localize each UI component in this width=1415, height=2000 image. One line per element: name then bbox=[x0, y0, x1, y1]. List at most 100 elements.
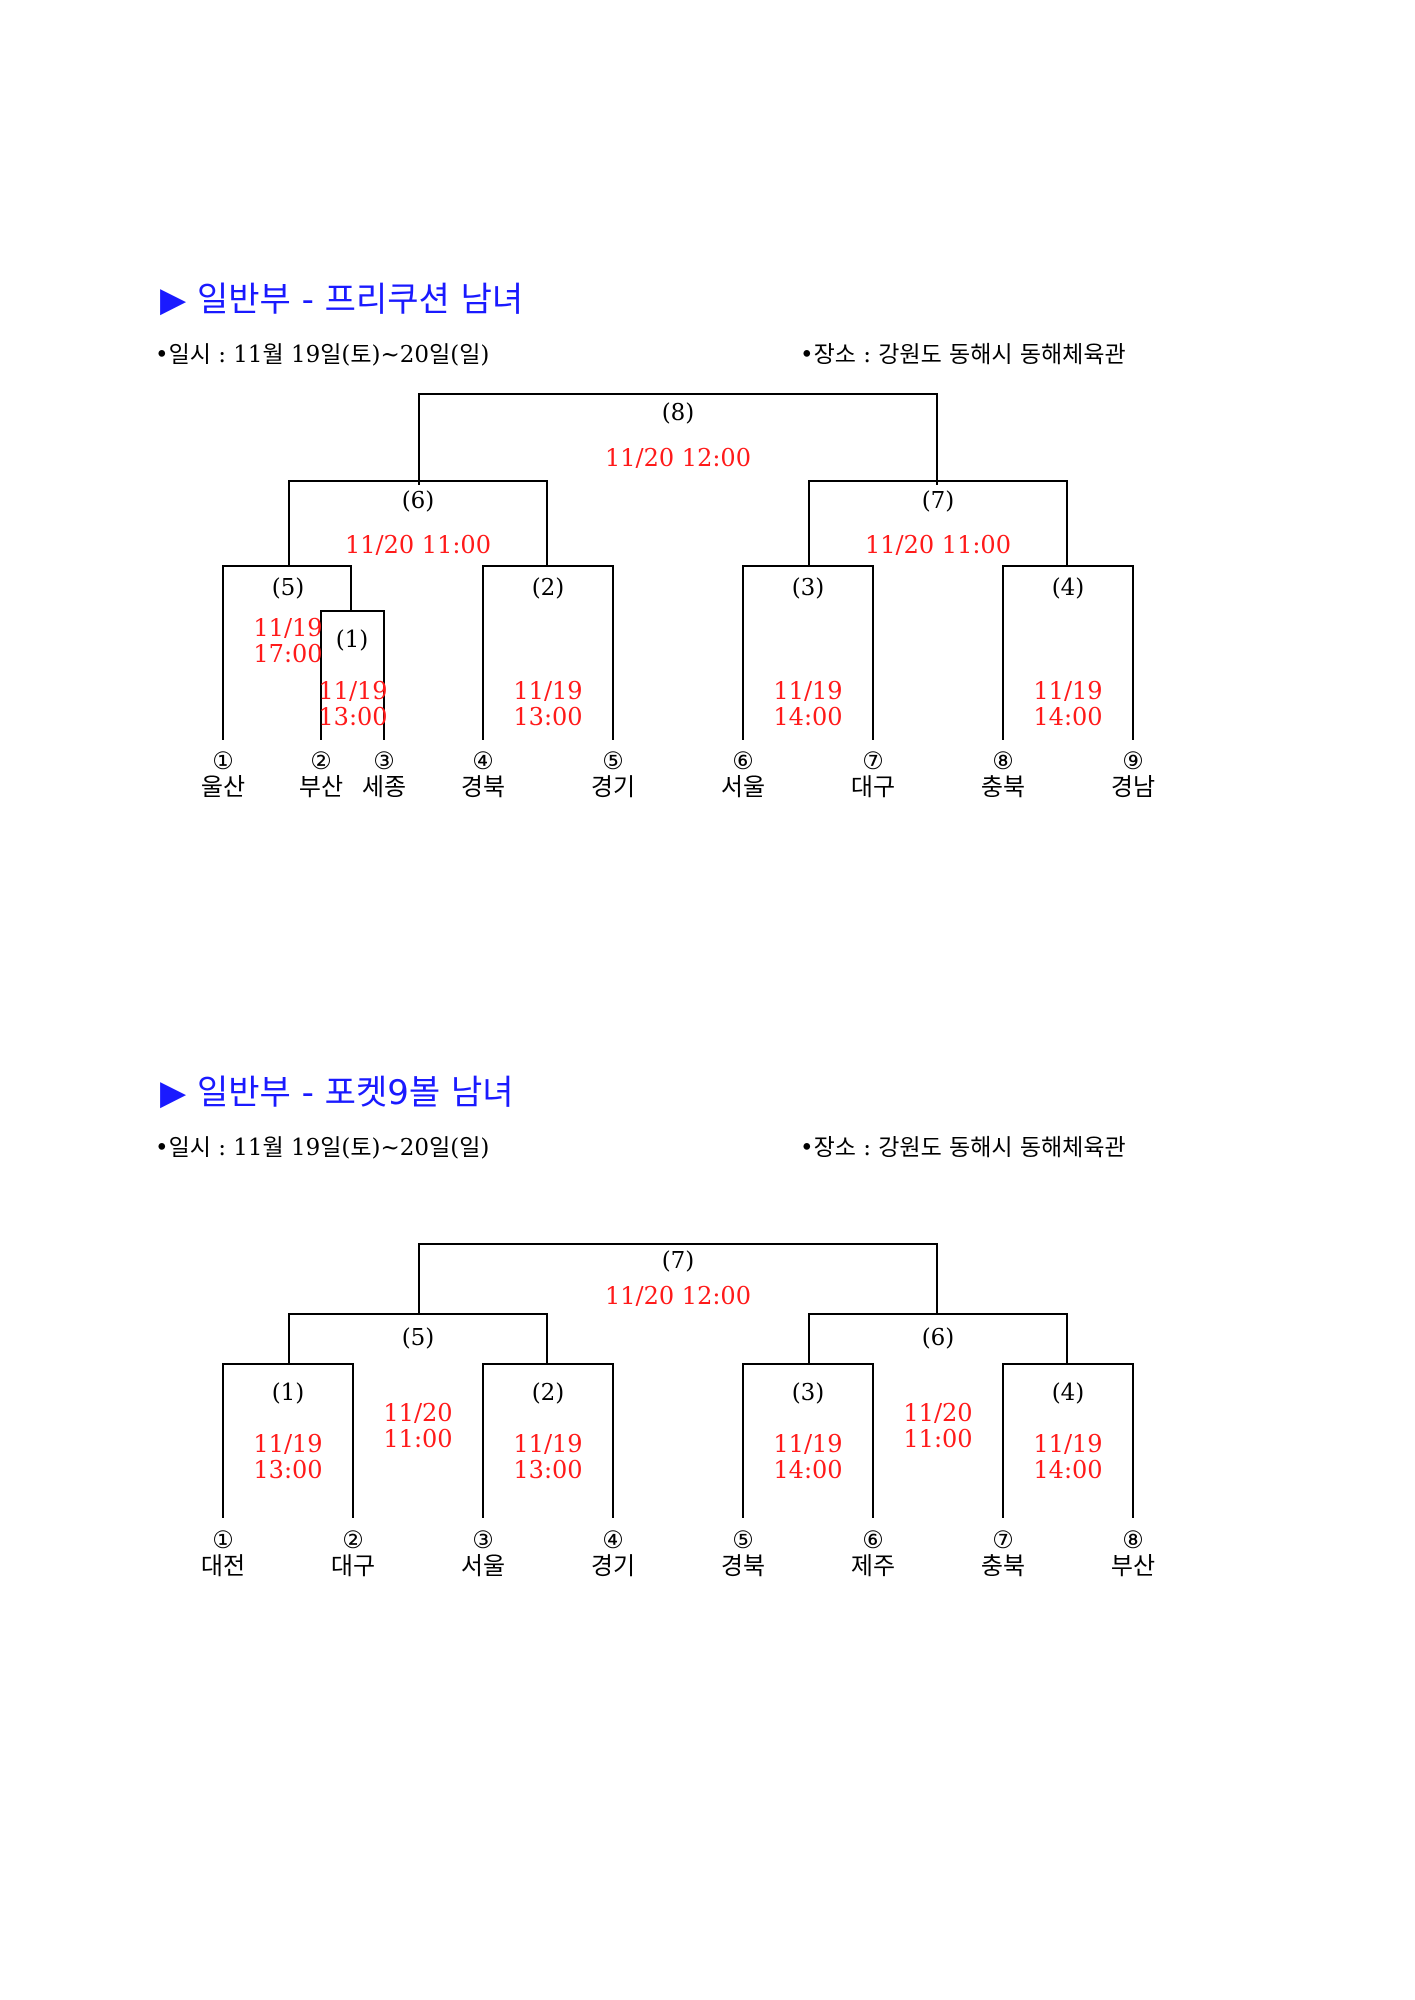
match-time: 11/19 14:00 bbox=[773, 1430, 843, 1484]
bracket-line bbox=[1002, 565, 1134, 567]
team-entry: ⑦ 충북 bbox=[981, 1527, 1025, 1579]
team-entry: ⑥ 서울 bbox=[721, 748, 765, 800]
team-name: 세종 bbox=[361, 773, 407, 801]
match-time: 11/19 14:00 bbox=[1033, 1430, 1103, 1484]
match-number: (1) bbox=[335, 627, 369, 653]
bracket-line bbox=[222, 1363, 224, 1518]
bracket-line bbox=[288, 1313, 290, 1365]
team-entry: ⑤ 경기 bbox=[591, 748, 635, 800]
match-number: (4) bbox=[1051, 575, 1085, 601]
team-name: 서울 bbox=[720, 773, 766, 801]
bracket-line bbox=[288, 1313, 548, 1315]
bracket-line bbox=[1132, 1363, 1134, 1518]
team-name: 울산 bbox=[200, 773, 246, 801]
section-title: ▶ 일반부 - 프리쿠션 남녀 bbox=[160, 280, 524, 320]
team-entry: ① 대전 bbox=[201, 1527, 245, 1579]
match-number: (8) bbox=[661, 400, 695, 426]
match-time: 11/20 12:00 bbox=[605, 444, 751, 472]
team-entry: ③ 서울 bbox=[461, 1527, 505, 1579]
bracket-line bbox=[546, 480, 548, 567]
team-seed: ③ bbox=[373, 747, 395, 775]
team-entry: ⑧ 충북 bbox=[981, 748, 1025, 800]
bracket-line bbox=[742, 1363, 874, 1365]
bracket-line bbox=[482, 1363, 614, 1365]
team-seed: ④ bbox=[472, 747, 494, 775]
bracket-line bbox=[288, 480, 290, 567]
team-entry: ① 울산 bbox=[201, 748, 245, 800]
team-entry: ⑤ 경북 bbox=[721, 1527, 765, 1579]
bracket-line bbox=[482, 565, 484, 740]
team-name: 경기 bbox=[590, 1552, 636, 1580]
match-number: (4) bbox=[1051, 1380, 1085, 1406]
team-name: 충북 bbox=[980, 1552, 1026, 1580]
team-seed: ③ bbox=[472, 1526, 494, 1554]
team-seed: ⑤ bbox=[732, 1526, 754, 1554]
team-seed: ⑧ bbox=[1122, 1526, 1144, 1554]
team-seed: ② bbox=[310, 747, 332, 775]
bracket-line bbox=[320, 610, 385, 612]
match-number: (3) bbox=[791, 575, 825, 601]
team-entry: ④ 경북 bbox=[461, 748, 505, 800]
team-seed: ⑦ bbox=[862, 747, 884, 775]
bracket-line bbox=[872, 565, 874, 740]
match-time: 11/20 11:00 bbox=[383, 1399, 453, 1453]
bracket-line bbox=[418, 1243, 938, 1245]
section-title: ▶ 일반부 - 포켓9볼 남녀 bbox=[160, 1073, 514, 1113]
team-entry: ⑦ 대구 bbox=[851, 748, 895, 800]
team-entry: ② 부산 bbox=[299, 748, 343, 800]
team-name: 부산 bbox=[298, 773, 344, 801]
bracket-line bbox=[288, 480, 548, 482]
bracket-line bbox=[808, 1313, 1068, 1315]
team-seed: ① bbox=[212, 1526, 234, 1554]
match-time: 11/19 13:00 bbox=[513, 677, 583, 731]
team-entry: ④ 경기 bbox=[591, 1527, 635, 1579]
team-name: 경북 bbox=[460, 773, 506, 801]
bracket-line bbox=[1002, 1363, 1004, 1518]
team-name: 경남 bbox=[1110, 773, 1156, 801]
match-number: (2) bbox=[531, 575, 565, 601]
bracket-line bbox=[1002, 565, 1004, 740]
match-time: 11/20 11:00 bbox=[865, 531, 1011, 559]
bracket-line bbox=[320, 610, 322, 740]
match-number: (7) bbox=[921, 488, 955, 514]
bracket-line bbox=[872, 1363, 874, 1518]
team-entry: ③ 세종 bbox=[362, 748, 406, 800]
venue-label: •장소 : 강원도 동해시 동해체육관 bbox=[800, 342, 1126, 368]
match-time: 11/20 12:00 bbox=[605, 1282, 751, 1310]
bracket-line bbox=[808, 480, 1068, 482]
bracket-line bbox=[418, 1243, 420, 1315]
bracket-line bbox=[1002, 1363, 1134, 1365]
match-number: (3) bbox=[791, 1380, 825, 1406]
bracket-line bbox=[742, 565, 874, 567]
bracket-line bbox=[350, 565, 352, 612]
team-entry: ⑧ 부산 bbox=[1111, 1527, 1155, 1579]
team-seed: ② bbox=[342, 1526, 364, 1554]
match-time: 11/19 17:00 bbox=[253, 614, 323, 668]
bracket-line bbox=[808, 480, 810, 567]
team-seed: ⑨ bbox=[1122, 747, 1144, 775]
match-number: (2) bbox=[531, 1380, 565, 1406]
match-time: 11/19 13:00 bbox=[318, 677, 388, 731]
bracket-line bbox=[742, 1363, 744, 1518]
match-time: 11/20 11:00 bbox=[345, 531, 491, 559]
bracket-line bbox=[1132, 565, 1134, 740]
bracket-line bbox=[383, 610, 385, 740]
team-seed: ① bbox=[212, 747, 234, 775]
bracket-line bbox=[808, 1313, 810, 1365]
bracket-line bbox=[612, 1363, 614, 1518]
match-number: (6) bbox=[921, 1325, 955, 1351]
team-seed: ⑥ bbox=[862, 1526, 884, 1554]
bracket-line bbox=[546, 1313, 548, 1365]
team-seed: ⑥ bbox=[732, 747, 754, 775]
date-label: •일시 : 11월 19일(토)~20일(일) bbox=[155, 1135, 490, 1161]
bracket-line bbox=[936, 393, 938, 485]
team-name: 부산 bbox=[1110, 1552, 1156, 1580]
team-name: 대전 bbox=[200, 1552, 246, 1580]
team-name: 서울 bbox=[460, 1552, 506, 1580]
match-number: (7) bbox=[661, 1248, 695, 1274]
team-entry: ⑥ 제주 bbox=[851, 1527, 895, 1579]
team-name: 제주 bbox=[850, 1552, 896, 1580]
team-name: 대구 bbox=[330, 1552, 376, 1580]
bracket-line bbox=[742, 565, 744, 740]
date-label: •일시 : 11월 19일(토)~20일(일) bbox=[155, 342, 490, 368]
